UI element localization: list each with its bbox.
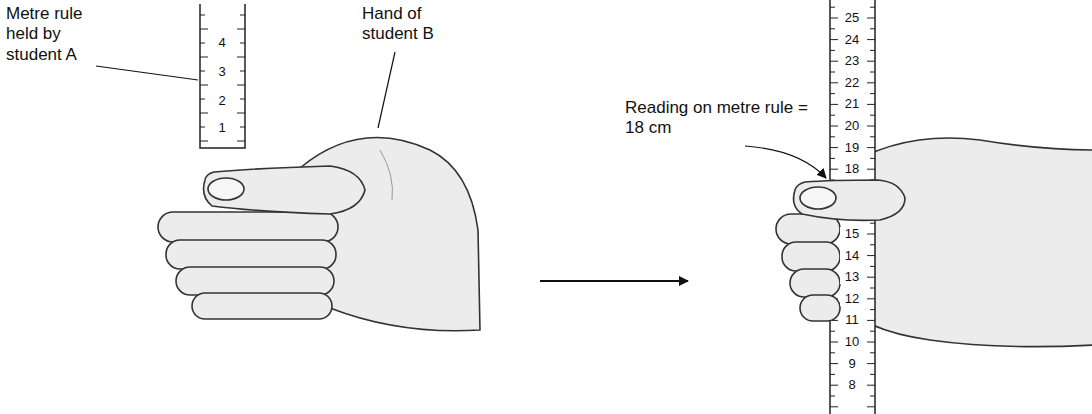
leader-line (96, 52, 826, 178)
scale-number: 9 (840, 357, 864, 371)
callout-label: Hand of student B (362, 4, 472, 45)
callout-label: Metre rule held by student A (6, 4, 116, 65)
hand (158, 138, 480, 331)
metre-rule (200, 4, 245, 148)
scale-number: 3 (210, 65, 234, 79)
scale-number: 25 (840, 11, 864, 25)
scale-number: 15 (840, 227, 864, 241)
scale-number: 13 (840, 270, 864, 284)
hand (840, 138, 1092, 347)
scale-number: 19 (840, 141, 864, 155)
scale-number: 20 (840, 119, 864, 133)
hand (776, 180, 905, 321)
scale-number: 4 (210, 36, 234, 50)
process-arrow (540, 280, 688, 282)
scale-number: 24 (840, 33, 864, 47)
scale-number: 8 (840, 378, 864, 392)
scale-number: 18 (840, 162, 864, 176)
scale-number: 21 (840, 97, 864, 111)
scale-number: 23 (840, 54, 864, 68)
scale-number: 2 (210, 94, 234, 108)
scale-number: 11 (840, 313, 864, 327)
reading-label: Reading on metre rule = 18 cm (625, 98, 815, 139)
scale-number: 12 (840, 292, 864, 306)
scale-number: 10 (840, 335, 864, 349)
scale-number: 1 (210, 121, 234, 135)
scale-number: 14 (840, 249, 864, 263)
scale-number: 22 (840, 76, 864, 90)
